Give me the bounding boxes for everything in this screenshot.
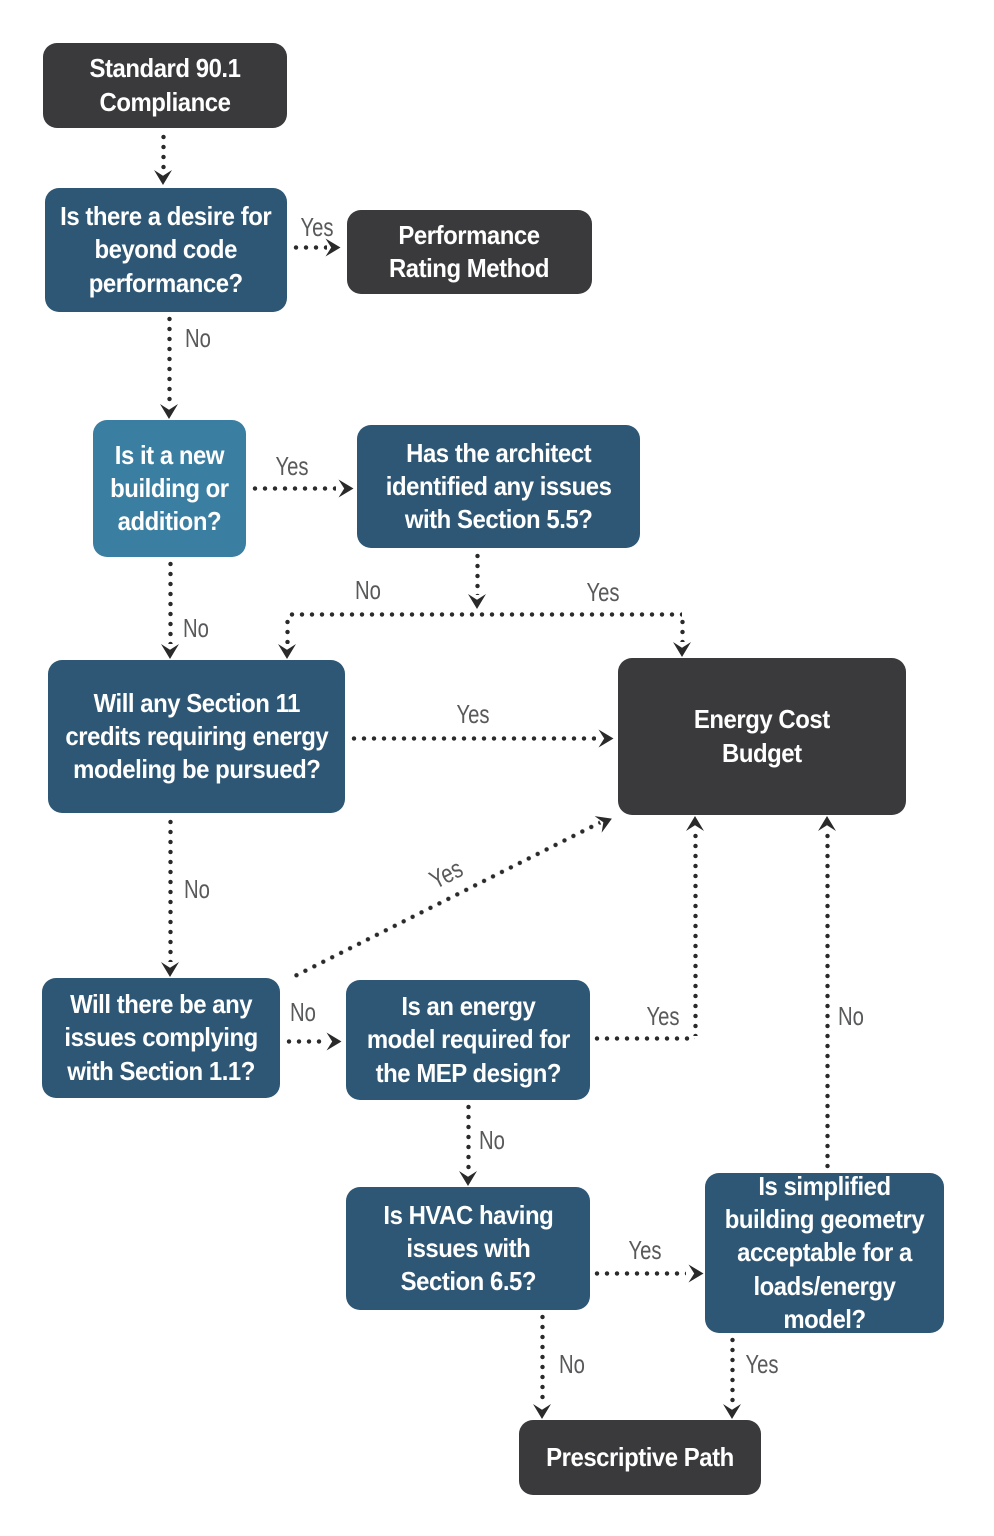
node-simplified-building-geometry: Is simplified building geometry acceptab…	[705, 1170, 944, 1334]
arrowhead-down-icon	[673, 642, 691, 657]
arrowhead-down-icon	[533, 1404, 551, 1419]
node-energy-model-mep-design: Is an energy model required for the MEP …	[346, 980, 590, 1100]
arrowhead-down-icon	[723, 1404, 741, 1419]
arrowhead-down-icon	[161, 644, 179, 659]
arrowhead-down-icon	[161, 962, 179, 977]
node-label: Prescriptive Path	[546, 1441, 734, 1472]
node-label: Has the architect identified any issues …	[385, 437, 612, 535]
edge-label-yes: Yes	[646, 1001, 680, 1031]
node-label: Is HVAC having issues with Section 6.5?	[383, 1199, 553, 1297]
edge-label-no: No	[355, 575, 381, 605]
edge-label-no: No	[290, 997, 316, 1027]
node-issues-complying-section-1-1: Will there be any issues complying with …	[42, 978, 280, 1098]
node-label: Standard 90.1 Compliance	[89, 53, 241, 117]
edge-label-yes: Yes	[300, 212, 334, 242]
edge-line	[730, 1335, 735, 1404]
edge-line	[250, 486, 336, 491]
node-performance-rating-method: Performance Rating Method	[347, 210, 592, 294]
edge-line	[475, 551, 480, 595]
edge-line	[466, 1102, 471, 1172]
edge-line	[291, 245, 327, 250]
edge-label-yes: Yes	[586, 577, 620, 607]
edge-line	[285, 617, 290, 644]
arrowhead-down-icon	[278, 644, 296, 659]
node-label: Is simplified building geometry acceptab…	[724, 1170, 925, 1334]
edge-line	[592, 1036, 695, 1041]
edge-line	[693, 831, 698, 1036]
edge-line	[161, 132, 166, 172]
edge-line	[168, 817, 173, 962]
arrowhead-right-icon	[689, 1265, 704, 1283]
arrowhead-right-icon	[599, 730, 614, 748]
node-label: Will any Section 11 credits requiring en…	[65, 687, 328, 785]
edge-line	[290, 820, 602, 980]
edge-label-yes: Yes	[456, 699, 490, 729]
edge-label-yes: Yes	[424, 853, 468, 895]
edge-line	[680, 617, 685, 642]
arrowhead-right-icon	[327, 1033, 342, 1051]
edge-label-no: No	[183, 613, 209, 643]
edge-label-no: No	[838, 1001, 864, 1031]
arrowhead-down-icon	[468, 594, 486, 609]
node-label: Is an energy model required for the MEP …	[366, 991, 570, 1088]
edge-line	[540, 1312, 545, 1404]
edge-label-no: No	[184, 874, 210, 904]
node-label: Is there a desire for beyond code perfor…	[60, 201, 272, 298]
node-section-11-credits: Will any Section 11 credits requiring en…	[48, 660, 345, 813]
edge-label-no: No	[185, 323, 211, 353]
node-new-building-or-addition: Is it a new building or addition?	[93, 420, 246, 557]
edge-line	[167, 314, 172, 404]
node-hvac-issues-section-6-5: Is HVAC having issues with Section 6.5?	[346, 1187, 590, 1310]
edge-label-no: No	[559, 1349, 585, 1379]
node-label: Performance Rating Method	[389, 219, 550, 283]
edge-label-yes: Yes	[628, 1235, 662, 1265]
edge-line	[349, 736, 596, 741]
node-architect-issues-section-5-5: Has the architect identified any issues …	[357, 425, 640, 548]
node-prescriptive-path: Prescriptive Path	[519, 1420, 761, 1495]
edge-label-yes: Yes	[745, 1349, 779, 1379]
edge-line	[287, 612, 682, 617]
arrowhead-down-icon	[160, 404, 178, 419]
arrowhead-up-icon	[686, 816, 704, 831]
edge-line	[284, 1039, 324, 1044]
node-label: Energy Cost Budget	[694, 704, 830, 768]
node-label: Is it a new building or addition?	[110, 439, 229, 537]
edge-line	[168, 559, 173, 644]
edge-label-yes: Yes	[275, 451, 309, 481]
edge-label-no: No	[479, 1125, 505, 1155]
arrowhead-down-icon	[154, 170, 172, 185]
arrowhead-up-icon	[818, 816, 836, 831]
edge-line	[592, 1271, 686, 1276]
node-standard-901-compliance: Standard 90.1 Compliance	[43, 43, 287, 128]
node-energy-cost-budget: Energy Cost Budget	[618, 658, 906, 815]
node-beyond-code-performance: Is there a desire for beyond code perfor…	[45, 188, 287, 312]
arrowhead-right-icon	[339, 480, 354, 498]
node-label: Will there be any issues complying with …	[64, 989, 258, 1086]
edge-line	[825, 831, 830, 1170]
arrowhead-down-icon	[459, 1171, 477, 1186]
